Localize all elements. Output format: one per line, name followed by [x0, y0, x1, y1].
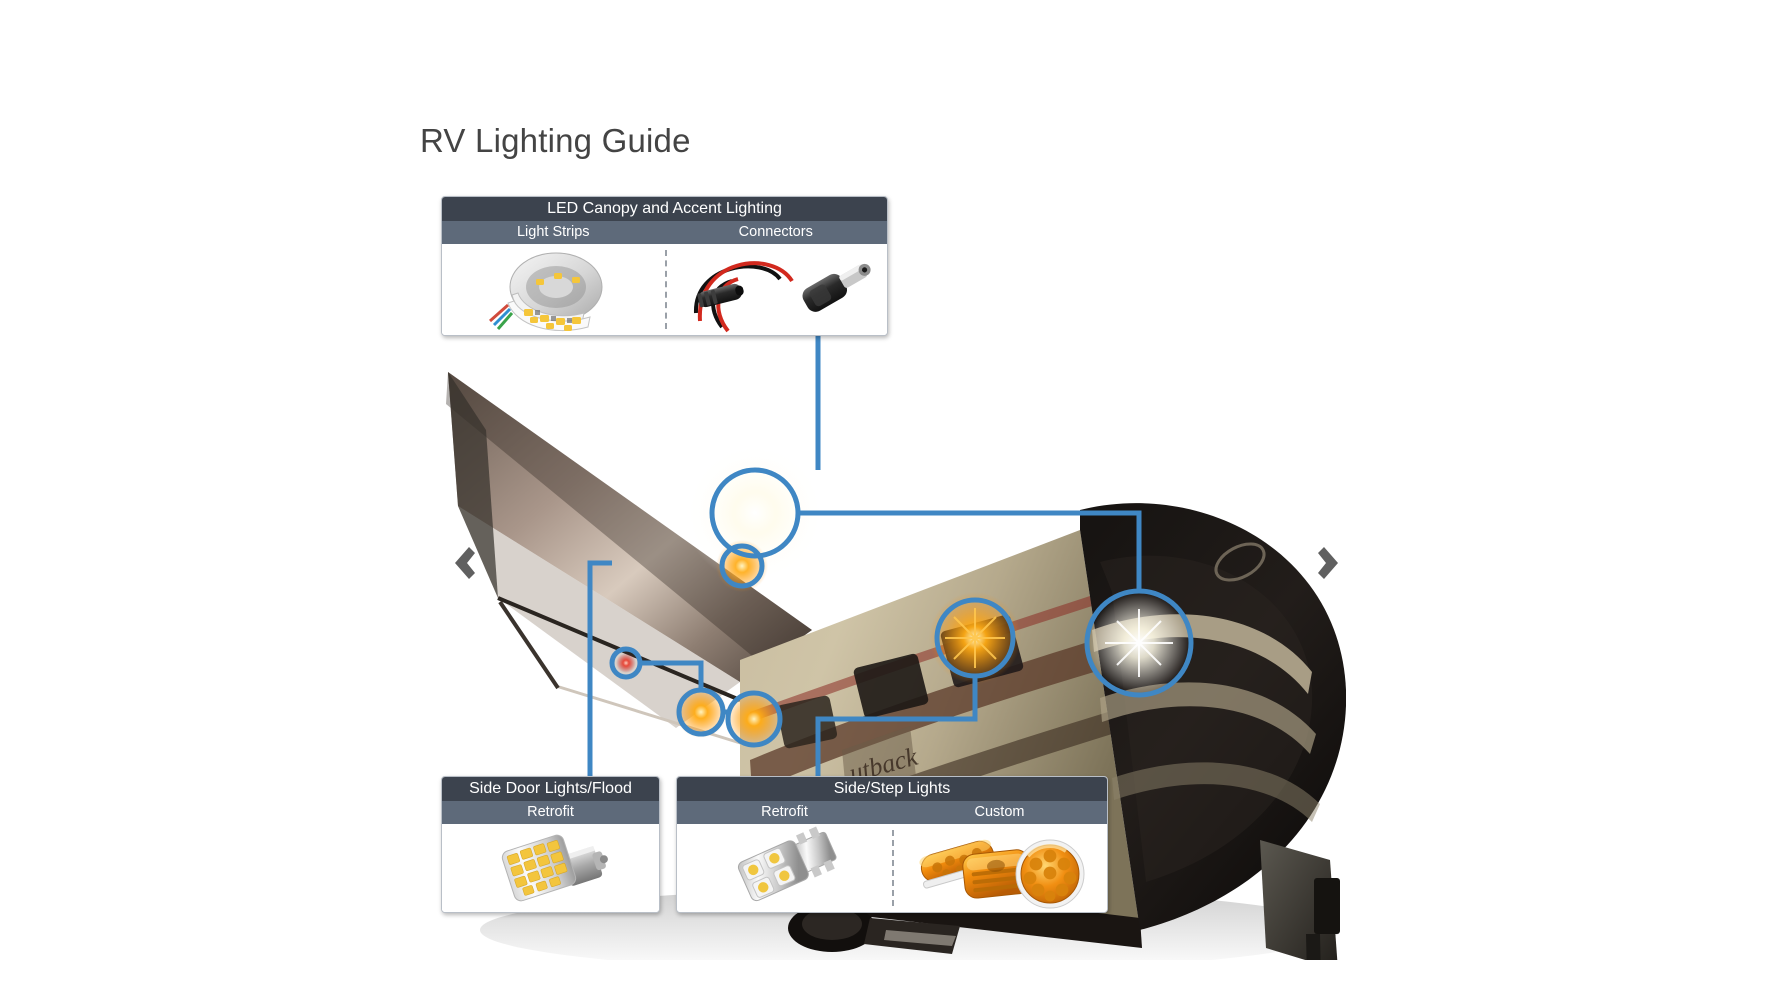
- carousel-next-button[interactable]: [1310, 540, 1350, 586]
- led-tower-bulb-icon: [501, 834, 608, 902]
- callout-body-side-step: [677, 824, 1107, 912]
- carousel-prev-button[interactable]: [443, 540, 483, 586]
- callout-body-canopy: [442, 244, 887, 335]
- chevron-left-icon: [455, 547, 475, 579]
- callout-body-side-door: [442, 824, 659, 912]
- callout-subheader-row-side-step: Retrofit Custom: [677, 801, 1107, 824]
- callout-card-canopy[interactable]: LED Canopy and Accent Lighting Light Str…: [441, 196, 888, 336]
- product-cell-side-step-retrofit[interactable]: [677, 824, 892, 912]
- dc-barrel-connector-icon: [693, 260, 871, 332]
- product-cell-light-strips[interactable]: [442, 244, 665, 335]
- product-cell-side-door-retrofit[interactable]: [442, 824, 659, 912]
- led-wedge-bulb-icon: [737, 826, 837, 902]
- callout-column-label-light-strips: Light Strips: [516, 224, 590, 240]
- callout-title-side-step: Side/Step Lights: [677, 777, 1107, 801]
- callout-title-side-door: Side Door Lights/Flood: [442, 777, 659, 801]
- chevron-right-icon: [1318, 547, 1338, 579]
- product-cell-side-step-custom[interactable]: [892, 824, 1107, 912]
- led-light-strip-reel-icon: [489, 252, 603, 331]
- page-title: RV Lighting Guide: [420, 122, 691, 159]
- product-cell-connectors[interactable]: [664, 244, 888, 335]
- callout-card-side-door[interactable]: Side Door Lights/Flood Retrofit: [441, 776, 660, 913]
- callout-column-label-retrofit: Retrofit: [527, 804, 574, 820]
- callout-card-side-step[interactable]: Side/Step Lights Retrofit Custom: [676, 776, 1108, 913]
- callout-column-label-connectors: Connectors: [738, 224, 813, 240]
- amber-led-marker-lamp-icon: [918, 839, 1084, 909]
- callout-subheader-row-canopy: Light Strips Connectors: [442, 221, 887, 244]
- callout-column-label-retrofit: Retrofit: [761, 804, 808, 820]
- callout-column-label-custom: Custom: [974, 804, 1025, 820]
- callout-title-canopy: LED Canopy and Accent Lighting: [442, 197, 887, 221]
- callout-subheader-row-side-door: Retrofit: [442, 801, 659, 824]
